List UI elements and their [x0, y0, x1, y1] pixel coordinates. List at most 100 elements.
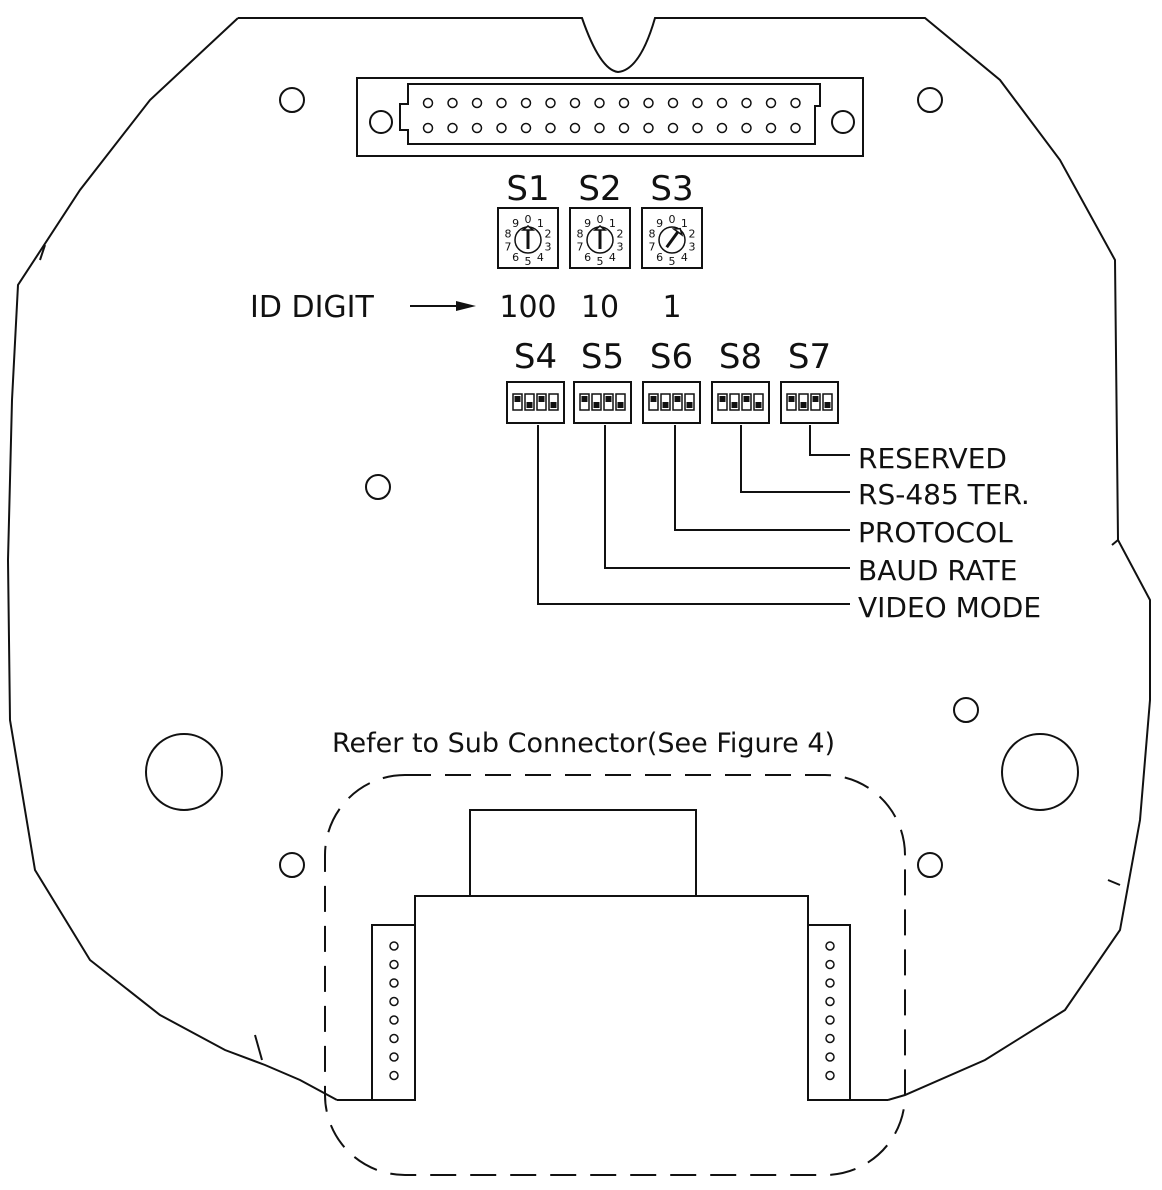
- leader-s7: [809, 425, 850, 456]
- dial-digit: 7: [577, 240, 584, 253]
- dip-switch-s8[interactable]: S8: [711, 337, 770, 424]
- dial-digit: 0: [669, 213, 676, 226]
- rotary-switch-name: S1: [506, 169, 549, 209]
- connector-pin: [569, 122, 581, 134]
- dial-digit: 5: [525, 255, 532, 268]
- dip-lever: [755, 402, 762, 408]
- dial-digit: 4: [681, 251, 688, 264]
- dip-lever: [674, 396, 681, 402]
- dial-digit: 4: [537, 251, 544, 264]
- side-pin: [389, 996, 399, 1007]
- connector-pin: [545, 122, 556, 134]
- connector-pin: [496, 122, 507, 134]
- dip-lever: [538, 396, 545, 402]
- connector-pin: [667, 97, 679, 109]
- connector-pin: [643, 97, 654, 109]
- connector-pin: [765, 122, 777, 134]
- dip-lever: [731, 402, 738, 408]
- id-digit-value: 1: [662, 290, 681, 325]
- dial-digit: 1: [681, 217, 688, 230]
- mount-hole-top-left: [279, 87, 305, 113]
- dip-switch-s4[interactable]: S4: [506, 337, 565, 424]
- sub-connector-note: Refer to Sub Connector(See Figure 4): [332, 728, 835, 759]
- dial-pointer-head: [592, 225, 608, 231]
- rotary-switch-housing: [569, 207, 631, 269]
- dial-digit: 6: [656, 251, 663, 264]
- dip-slot: [684, 393, 695, 411]
- connector-pin: [545, 97, 556, 109]
- connector-pin: [520, 122, 532, 134]
- leader-s5: [604, 425, 850, 569]
- dial-digit: 8: [577, 228, 584, 241]
- dip-slot: [579, 393, 590, 411]
- connector-pin: [447, 122, 458, 134]
- connector-pin: [790, 122, 801, 134]
- dip-lever: [800, 402, 807, 408]
- mount-hole-top-right: [917, 87, 943, 113]
- side-pin: [825, 941, 835, 951]
- dip-lever: [812, 396, 819, 402]
- leader-lines: [537, 425, 850, 605]
- side-connector-left: [371, 924, 416, 1101]
- dip-lever: [719, 396, 726, 402]
- side-pin: [825, 1015, 835, 1025]
- dip-switch-name: S5: [581, 337, 624, 377]
- dip-slot: [672, 393, 683, 411]
- dial-digit: 2: [688, 228, 695, 241]
- dip-slot: [786, 393, 797, 411]
- connector-pin: [471, 97, 483, 109]
- side-pin: [389, 1015, 399, 1025]
- dip-switch-housing: [573, 381, 632, 424]
- dip-switch-s7[interactable]: S7: [780, 337, 839, 424]
- dial-digit: 5: [597, 255, 604, 268]
- connector-pin: [790, 97, 801, 109]
- connector-pin: [520, 97, 532, 109]
- label-protocol: PROTOCOL: [858, 516, 1013, 549]
- dip-lever: [743, 396, 750, 402]
- dial-digit: 9: [512, 217, 519, 230]
- dial-digit: 9: [584, 217, 591, 230]
- dial-digit: 3: [616, 240, 623, 253]
- dip-switch-s5[interactable]: S5: [573, 337, 632, 424]
- label-video-mode: VIDEO MODE: [858, 591, 1041, 624]
- label-reserved: RESERVED: [858, 442, 1007, 475]
- dial-pointer-head: [520, 225, 536, 231]
- dial-digit: 2: [616, 228, 623, 241]
- dial-digit: 3: [544, 240, 551, 253]
- dip-lever: [788, 396, 795, 402]
- connector-pin: [594, 122, 605, 134]
- rotary-dial: [658, 226, 686, 254]
- dip-slot: [615, 393, 626, 411]
- dip-switch-s6[interactable]: S6: [642, 337, 701, 424]
- mount-hole-low-left: [279, 852, 305, 878]
- dip-lever: [550, 402, 557, 408]
- id-digit-label: ID DIGIT: [250, 290, 375, 325]
- dial-digit: 2: [544, 228, 551, 241]
- dip-slot: [729, 393, 740, 411]
- connector-pin: [643, 122, 654, 134]
- connector-pin: [741, 122, 752, 134]
- leader-s4: [537, 425, 850, 605]
- dip-switch-name: S7: [788, 337, 831, 377]
- connector-pin: [569, 97, 581, 109]
- side-pin: [825, 978, 835, 988]
- dip-lever: [686, 402, 693, 408]
- dial-digit: 6: [512, 251, 519, 264]
- connector-pin: [594, 97, 605, 109]
- dial-digit: 9: [656, 217, 663, 230]
- mount-hole-mid-left: [365, 474, 391, 500]
- connector-pin: [422, 97, 434, 109]
- main-connector: [356, 77, 864, 157]
- connector-pin: [765, 97, 777, 109]
- dip-slot: [591, 393, 602, 411]
- dip-slot: [603, 393, 614, 411]
- connector-pin: [471, 122, 483, 134]
- sub-connector-top-block: [469, 809, 697, 897]
- side-pin: [825, 959, 835, 970]
- dip-switch-name: S4: [514, 337, 557, 377]
